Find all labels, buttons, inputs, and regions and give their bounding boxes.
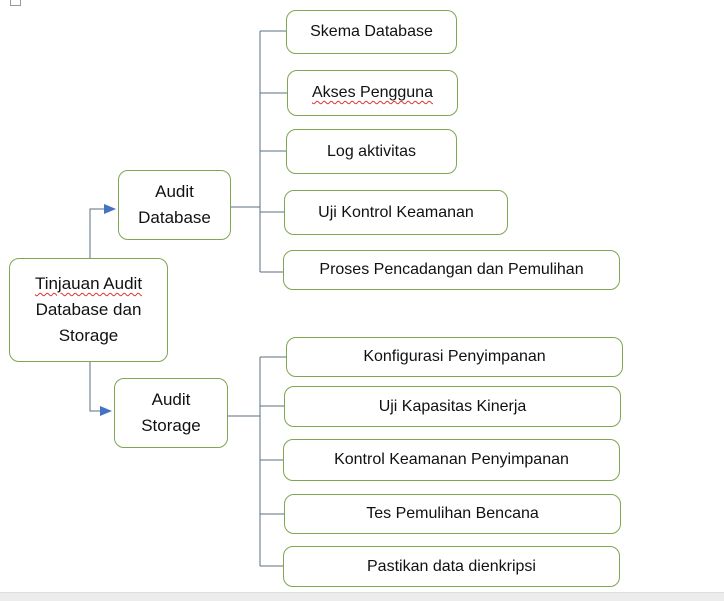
node-kontrol-keamanan-penyimpanan: Kontrol Keamanan Penyimpanan <box>283 439 620 481</box>
node-label: Pastikan data dienkripsi <box>367 557 536 575</box>
root-line2: Database dan <box>35 300 142 319</box>
node-label: Log aktivitas <box>327 142 416 160</box>
page-corner-marker <box>10 0 21 6</box>
node-label: Tes Pemulihan Bencana <box>366 505 539 522</box>
root-node: Tinjauan Audit Database dan Storage <box>9 258 168 362</box>
node-label: Konfigurasi Penyimpanan <box>363 348 546 365</box>
node-skema-database: Skema Database <box>286 10 457 54</box>
connector-root-to-audit-storage <box>89 362 104 412</box>
arrow-head-icon <box>104 204 116 214</box>
node-konfigurasi-penyimpanan: Konfigurasi Penyimpanan <box>286 337 623 377</box>
connector-root-to-audit-database <box>89 208 108 258</box>
node-label: Audit <box>151 390 191 409</box>
node-label: Kontrol Keamanan Penyimpanan <box>334 451 569 468</box>
node-label: Uji Kontrol Keamanan <box>318 203 474 221</box>
node-label: Database <box>138 208 211 227</box>
node-uji-kapasitas-kinerja: Uji Kapasitas Kinerja <box>284 386 621 427</box>
node-tes-pemulihan-bencana: Tes Pemulihan Bencana <box>284 494 621 534</box>
root-line3: Storage <box>58 326 119 345</box>
bottom-scrollbar-area <box>0 592 724 601</box>
node-log-aktivitas: Log aktivitas <box>286 129 457 174</box>
node-label: Akses Pengguna <box>312 84 433 101</box>
root-line1: Tinjauan Audit <box>34 274 143 293</box>
node-label: Skema Database <box>310 23 433 40</box>
node-label: Uji Kapasitas Kinerja <box>378 397 527 415</box>
node-label: Storage <box>141 416 201 435</box>
node-label: Audit <box>155 182 194 201</box>
node-uji-kontrol-keamanan: Uji Kontrol Keamanan <box>284 190 508 235</box>
node-akses-pengguna: Akses Pengguna <box>287 70 458 116</box>
arrow-head-icon <box>100 406 112 416</box>
node-proses-pencadangan: Proses Pencadangan dan Pemulihan <box>283 250 620 290</box>
node-label: Proses Pencadangan dan Pemulihan <box>319 261 584 278</box>
node-pastikan-data-dienkripsi: Pastikan data dienkripsi <box>283 546 620 587</box>
